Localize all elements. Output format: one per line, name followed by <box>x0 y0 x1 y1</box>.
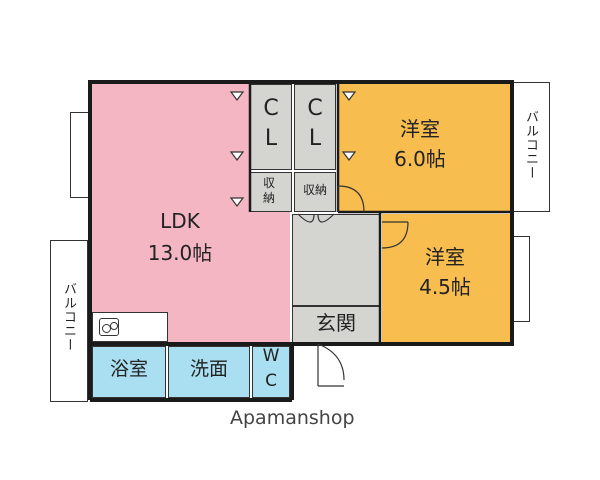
hallway <box>292 214 380 306</box>
kitchen-counter <box>92 312 168 342</box>
balcony-left <box>50 240 88 402</box>
room-western-45 <box>382 214 512 344</box>
western-45-size: 4.5帖 <box>419 275 471 299</box>
closet-1 <box>250 84 292 170</box>
bath-label: 浴室 <box>109 358 148 380</box>
storage-1 <box>250 172 292 212</box>
closet-2 <box>294 84 336 170</box>
balcony-right-label: バルコニー <box>523 110 538 180</box>
room-ldk <box>90 82 250 344</box>
closet-1-c: C <box>263 96 279 121</box>
closet-1-l: L <box>264 126 278 151</box>
entrance-label: 玄関 <box>316 311 356 335</box>
room-wc <box>252 346 290 398</box>
entrance <box>292 306 380 344</box>
ldk-name: LDK <box>160 209 200 233</box>
room-ldk-lower <box>250 212 290 344</box>
ldk-size: 13.0帖 <box>147 241 213 265</box>
wc-c: C <box>265 371 277 391</box>
watermark: Apamanshop <box>230 407 355 429</box>
wc-w: W <box>262 346 280 366</box>
storage-2 <box>294 172 336 212</box>
western-6-name: 洋室 <box>400 117 440 141</box>
closet-2-l: L <box>308 126 322 151</box>
room-washroom <box>168 346 250 398</box>
western-45-name: 洋室 <box>425 245 465 269</box>
room-bath <box>92 346 166 398</box>
storage-2-label: 収納 <box>302 183 327 197</box>
balcony-left-label: バルコニー <box>61 282 76 352</box>
washroom-label: 洗面 <box>189 358 228 380</box>
storage-1-label: 収納 <box>263 176 277 205</box>
closet-2-c: C <box>307 96 323 121</box>
room-western-6 <box>338 84 512 212</box>
western-6-size: 6.0帖 <box>394 147 446 171</box>
stove-icon <box>99 318 119 336</box>
